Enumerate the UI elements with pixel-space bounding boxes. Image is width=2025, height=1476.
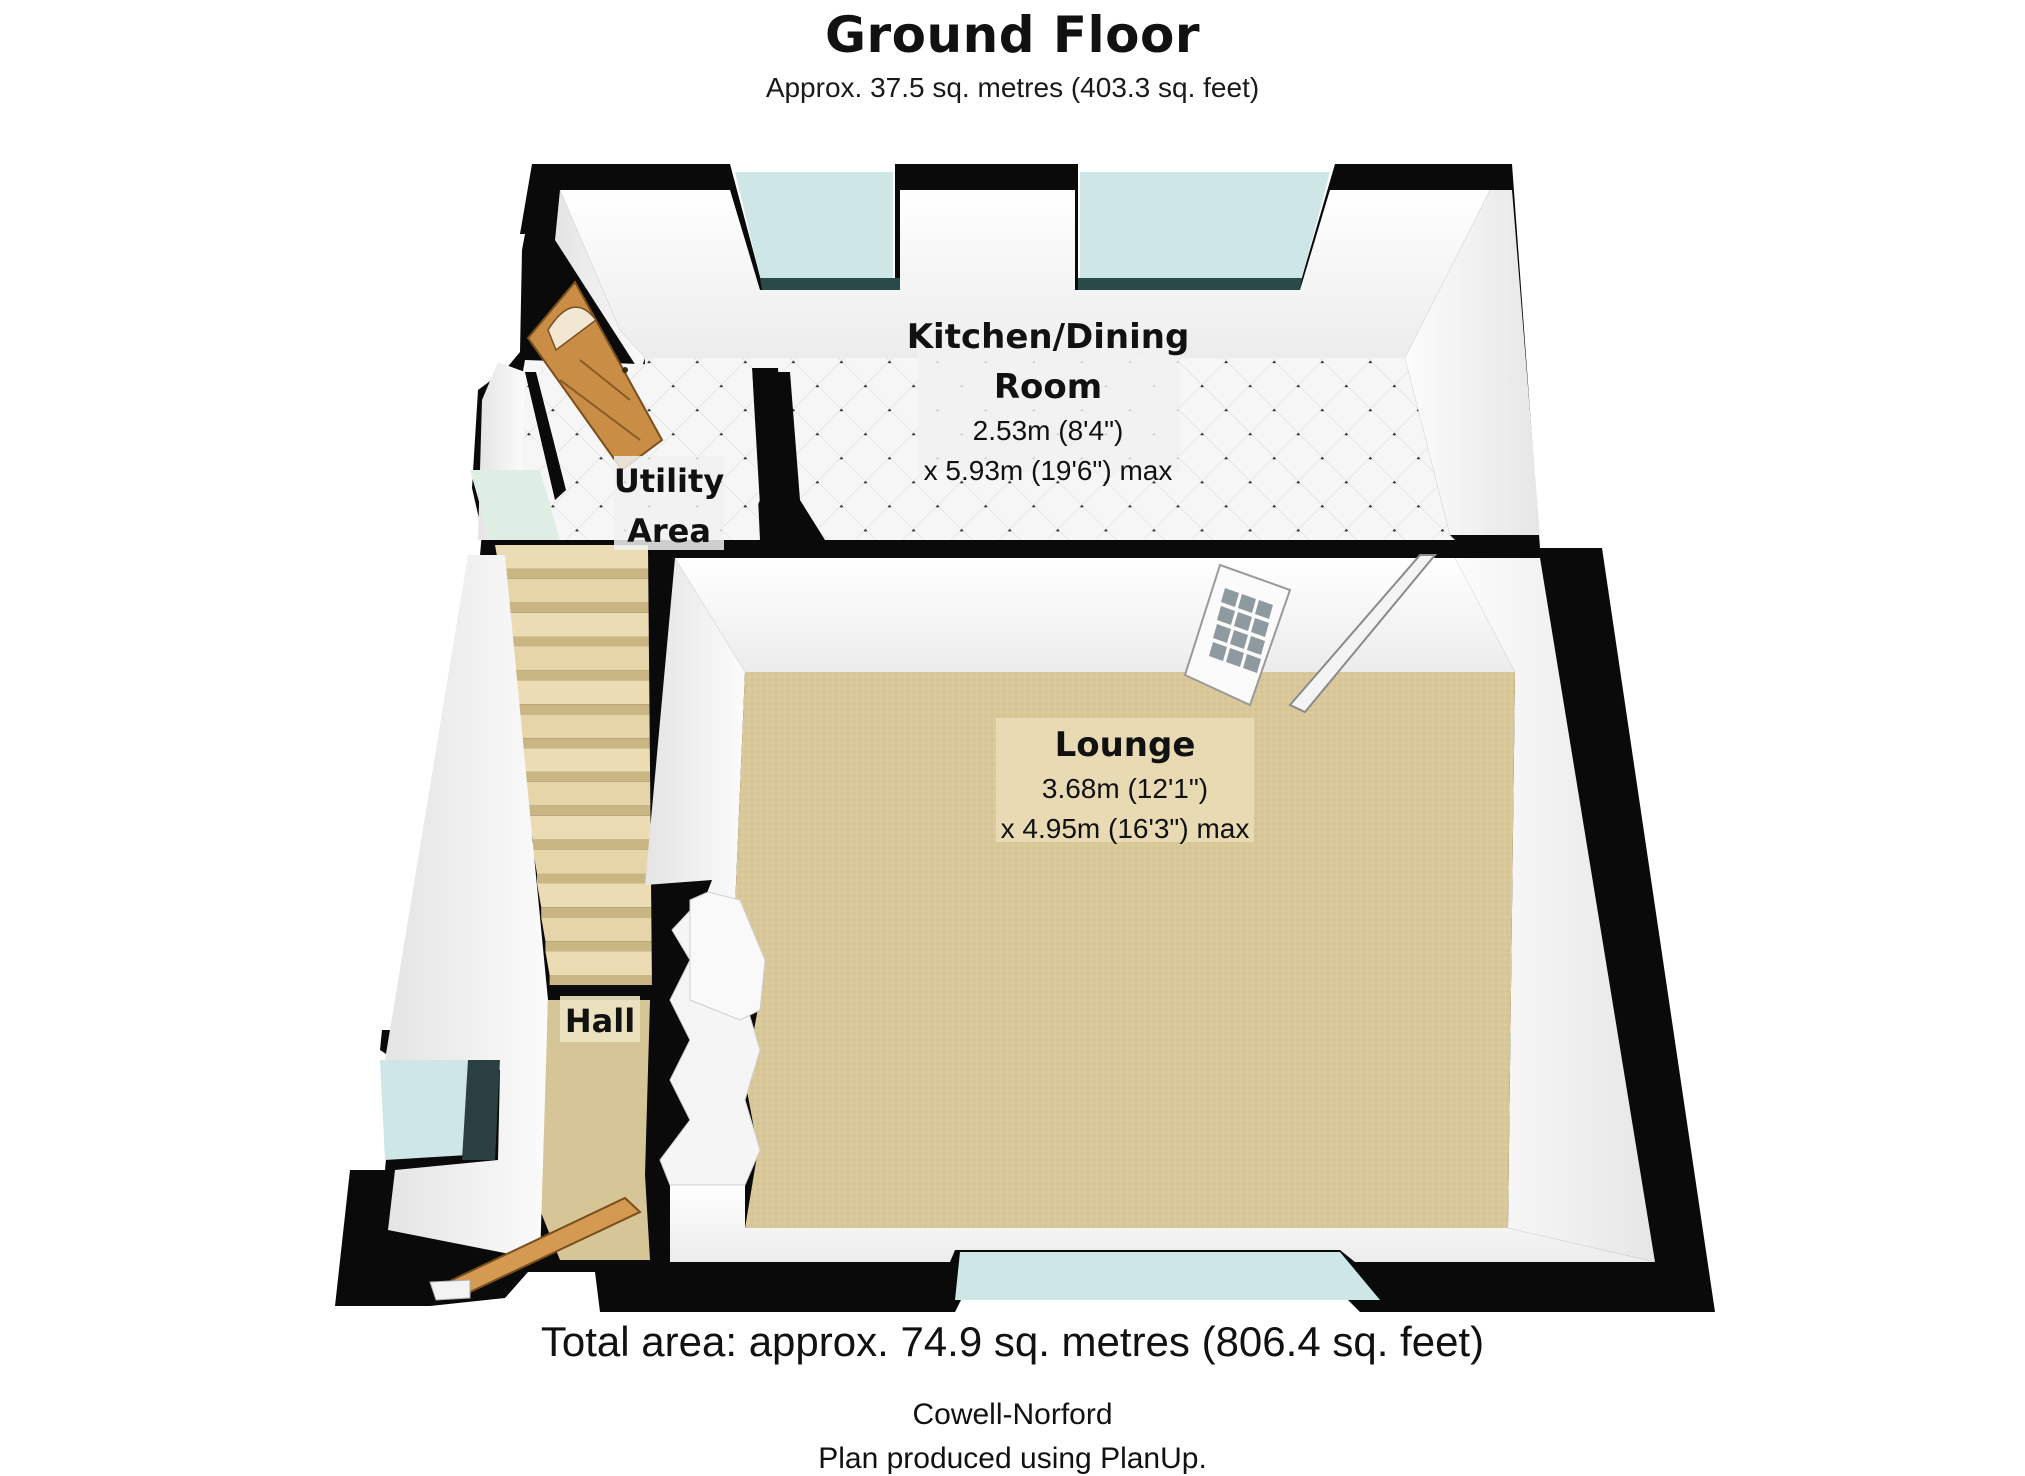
floor-area-subtitle: Approx. 37.5 sq. metres (403.3 sq. feet) — [765, 72, 1260, 103]
stair-tread — [511, 680, 654, 705]
stair-tread — [537, 883, 662, 908]
lounge-bay-window — [955, 1252, 1380, 1300]
hall-left-wall — [385, 555, 548, 1260]
lounge-right-wall — [1455, 558, 1655, 1262]
lounge-dim-line1: 3.68m (12'1") — [1042, 773, 1208, 804]
door-glass-pane — [1234, 612, 1252, 631]
door-glass-pane — [1255, 600, 1273, 619]
stair-tread — [507, 646, 653, 671]
hall-carpet-floor — [540, 1000, 650, 1260]
kitchen-dim-line2: x 5.93m (19'6") max — [924, 455, 1173, 486]
stair-tread — [545, 951, 664, 975]
stair-riser — [541, 907, 662, 918]
lounge-room — [645, 558, 1655, 1300]
door-glass-pane — [1209, 642, 1227, 661]
door-glass-pane — [1247, 636, 1265, 655]
floor-title: Ground Floor — [824, 6, 1201, 64]
stair-riser — [507, 636, 652, 647]
front-door-handle-icon — [622, 367, 628, 373]
utility-window-strip — [470, 470, 560, 540]
kitchen-window-1 — [735, 172, 893, 285]
door-glass-pane — [1230, 630, 1248, 649]
stair-tread — [516, 714, 656, 739]
door-glass-pane — [1226, 648, 1244, 667]
lounge-carpet-floor — [735, 672, 1515, 1228]
lounge-back-wall — [675, 558, 1515, 672]
lounge-name: Lounge — [1055, 725, 1196, 765]
kitchen-swing-door[interactable] — [1288, 554, 1438, 714]
kitchen-left-wall — [555, 190, 645, 372]
stair-riser — [528, 805, 658, 816]
lounge-left-wall — [645, 558, 745, 908]
door-glass-pane — [1217, 606, 1235, 625]
kitchen-window-sill-2 — [1078, 278, 1302, 290]
kitchen-name-line2: Room — [994, 367, 1102, 407]
hall-window — [380, 1060, 475, 1160]
stair-riser — [520, 738, 656, 749]
utility-name-line2: Area — [627, 512, 711, 550]
kitchen-right-wall — [1405, 190, 1540, 535]
lounge-bottom-wall — [670, 1185, 1655, 1262]
kitchen-window-2 — [1080, 172, 1330, 285]
door-glass-pane — [1213, 624, 1231, 643]
stair-tread — [495, 545, 650, 569]
stair-riser — [511, 670, 653, 681]
chimney-stack — [689, 891, 766, 1021]
stair-riser — [537, 873, 660, 884]
stair-riser — [516, 704, 654, 715]
agent-name: Cowell-Norford — [912, 1398, 1113, 1431]
stair-tread — [524, 781, 658, 806]
stair-riser — [549, 975, 664, 985]
stair-tread — [520, 748, 657, 772]
stair-riser — [524, 771, 657, 782]
door-glass-pane — [1243, 654, 1261, 673]
lounge-door-glass-grid — [1209, 588, 1273, 673]
kitchen-dining-room — [555, 172, 1540, 540]
utility-name-line1: Utility — [614, 462, 724, 500]
hall-name: Hall — [565, 1002, 635, 1040]
kitchen-back-wall — [560, 190, 1490, 358]
hall-label-bg — [560, 996, 640, 1042]
stair-tread — [528, 815, 659, 840]
door-glass-pane — [1221, 588, 1239, 607]
stair-tread — [503, 612, 652, 637]
front-door[interactable] — [526, 280, 664, 472]
door-glass-pane — [1238, 594, 1256, 613]
stair-tread — [532, 849, 660, 874]
utility-inner-post — [525, 372, 566, 500]
kitchen-name-line1: Kitchen/Dining — [907, 317, 1190, 357]
stair-tread — [499, 578, 651, 603]
lounge-glazed-door[interactable] — [1183, 563, 1292, 707]
stair-tread — [541, 917, 663, 942]
kitchen-dim-line1: 2.53m (8'4") — [973, 415, 1124, 446]
lounge-label-bg — [996, 718, 1254, 842]
kitchen-label-bg — [918, 314, 1180, 472]
total-area: Total area: approx. 74.9 sq. metres (806… — [540, 1318, 1485, 1365]
hall-area — [380, 555, 650, 1260]
utility-label-bg — [614, 456, 724, 550]
stair-riser — [499, 568, 650, 579]
hall-door-threshold — [429, 1279, 471, 1301]
utility-partition-wall — [752, 368, 790, 540]
stair-riser — [503, 602, 651, 613]
produced-by: Plan produced using PlanUp. — [818, 1442, 1207, 1475]
lounge-dim-line2: x 4.95m (16'3") max — [1001, 813, 1250, 844]
hall-front-door[interactable] — [429, 1196, 642, 1301]
front-door-arch-window — [547, 306, 598, 352]
stair-riser — [532, 839, 659, 850]
hall-window-frame — [462, 1060, 500, 1160]
door-glass-pane — [1251, 618, 1269, 637]
kitchen-window-sill-1 — [760, 278, 900, 290]
stair-riser — [545, 941, 663, 952]
